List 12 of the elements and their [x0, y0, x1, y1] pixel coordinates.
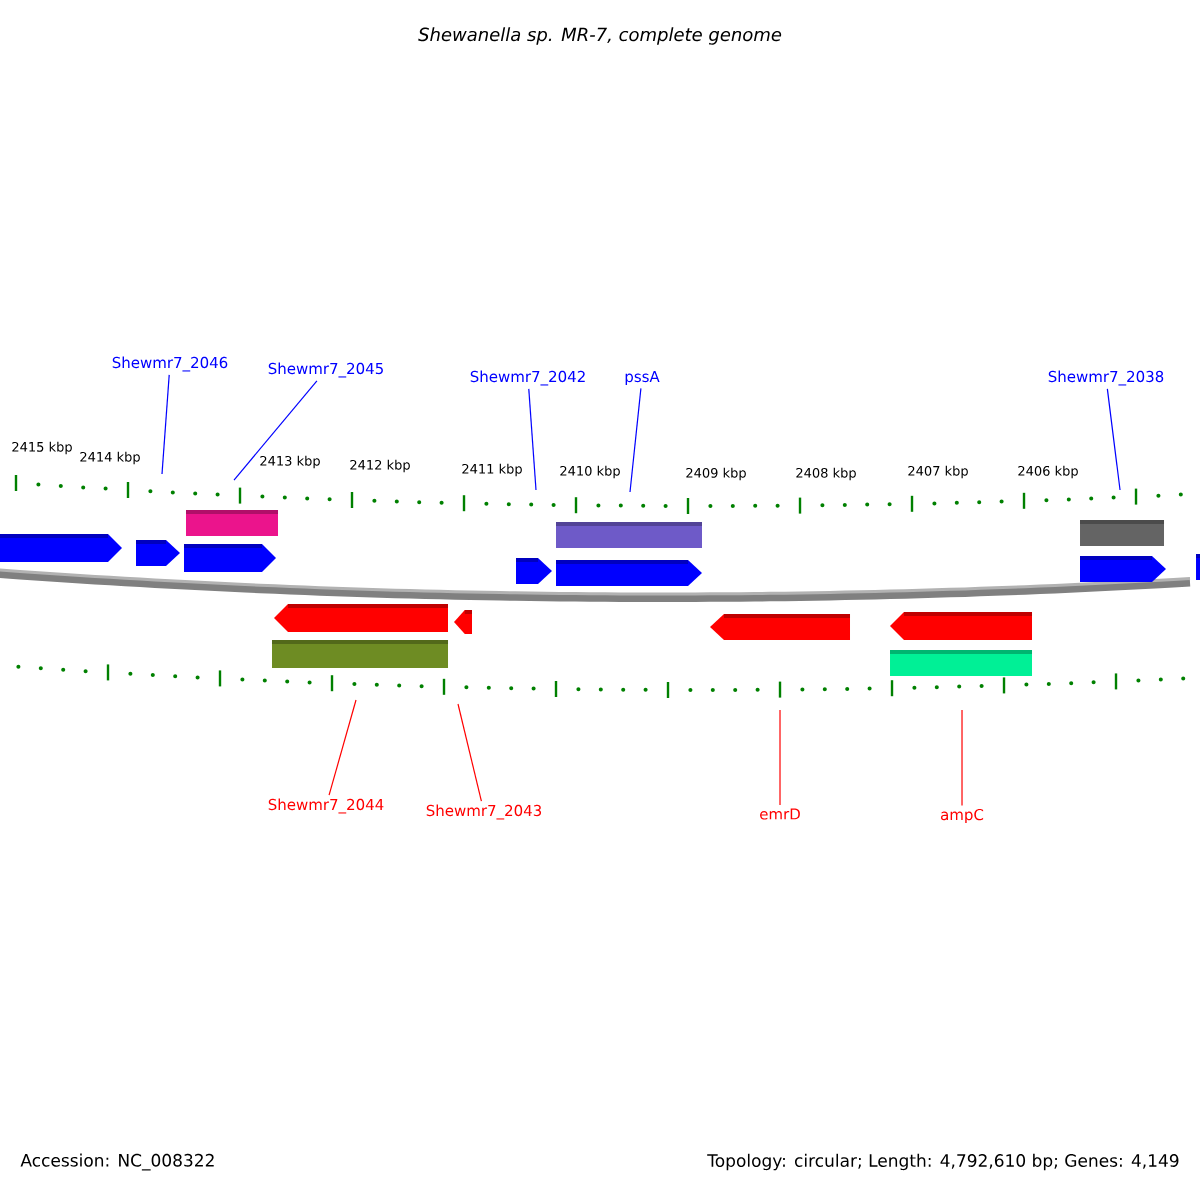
genome-info-text: Topology: circular; Length: 4,792,610 bp; Genes: 4,149 — [707, 1153, 1179, 1171]
title: Shewanella sp. MR-7, complete genome — [418, 27, 782, 45]
leader-line — [1106, 388, 1121, 491]
leader-line — [457, 703, 482, 802]
leader-line — [161, 374, 170, 475]
leader-line — [961, 709, 963, 807]
leader-line — [779, 709, 781, 806]
leader-line — [328, 699, 357, 796]
leader-line — [629, 387, 642, 493]
leader-line — [233, 380, 318, 481]
accession-text: Accession: NC_008322 — [20, 1153, 214, 1171]
leader-line — [528, 388, 537, 491]
